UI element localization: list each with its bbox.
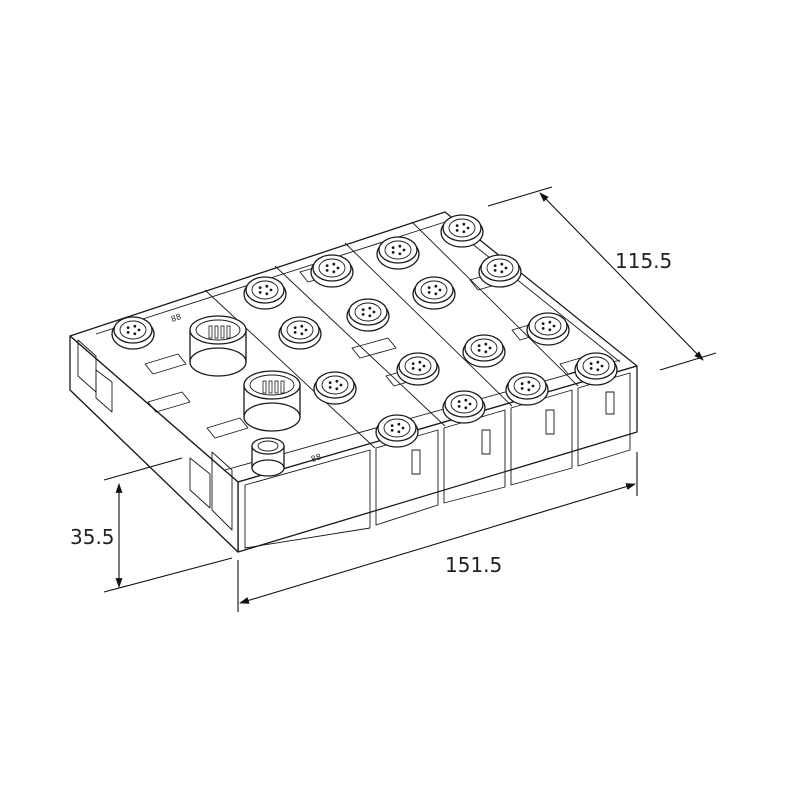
m12-port-icon (412, 276, 456, 310)
height-label: 35.5 (70, 525, 115, 549)
dimension-depth: 115.5 (487, 186, 717, 371)
power-connector-icon (243, 370, 301, 432)
m12-port-icon (310, 254, 354, 288)
m12-port-icon (375, 414, 419, 448)
dimension-width: 151.5 (237, 452, 638, 612)
m12-port-icon (243, 276, 287, 310)
left-face-details (69, 339, 239, 553)
power-connector-icon (189, 315, 247, 377)
svg-text:88: 88 (310, 452, 322, 464)
port-group (111, 214, 618, 477)
m12-port-icon (111, 316, 155, 350)
m12-port-icon (346, 298, 390, 332)
width-label: 151.5 (445, 553, 502, 577)
m12-port-icon (526, 312, 570, 346)
small-port-icon (251, 437, 285, 477)
m12-port-icon (278, 316, 322, 350)
m12-port-icon (396, 352, 440, 386)
depth-label: 115.5 (615, 249, 672, 273)
m12-port-icon (313, 371, 357, 405)
m12-port-icon (462, 334, 506, 368)
m12-port-icon (442, 390, 486, 424)
m12-port-icon (574, 352, 618, 386)
m12-port-icon (505, 372, 549, 406)
svg-text:88: 88 (170, 312, 182, 324)
m12-port-icon (376, 236, 420, 270)
m12-port-icon (478, 254, 522, 288)
m12-port-icon (440, 214, 484, 248)
dimension-height: 35.5 (70, 457, 233, 593)
